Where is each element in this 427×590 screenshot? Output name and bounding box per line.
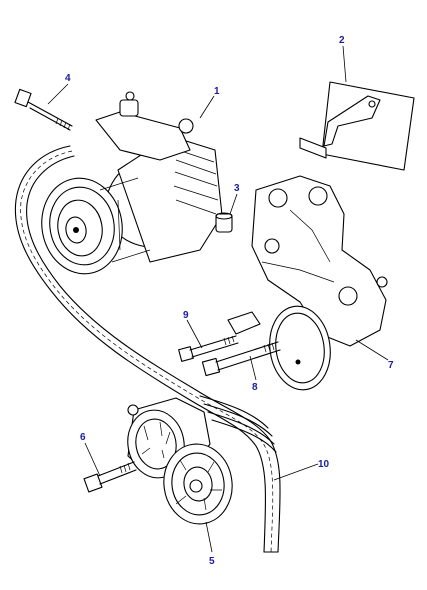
callout-6: 6 [80,432,86,443]
tensioner-bolt [83,461,137,493]
mounting-bracket [227,175,388,391]
callout-labels: 1 2 3 4 5 6 7 8 9 10 [65,35,394,567]
callout-10: 10 [318,459,330,470]
drive-belt [14,145,281,553]
bolt-8 [201,341,281,377]
ac-compressor [41,91,223,275]
leader-lines [47,45,389,553]
callout-1: 1 [214,86,220,97]
callout-8: 8 [252,382,258,393]
callout-9: 9 [183,310,189,321]
belt-tensioner [127,397,233,525]
callout-4: 4 [65,73,71,84]
callout-7: 7 [388,360,394,371]
callout-5: 5 [209,556,215,567]
spacer-sleeve [215,212,233,233]
bolt-9 [178,335,239,362]
compressor-bolt [14,88,73,131]
heat-shield-plate [299,81,415,171]
callout-2: 2 [339,35,345,46]
callout-3: 3 [234,183,240,194]
